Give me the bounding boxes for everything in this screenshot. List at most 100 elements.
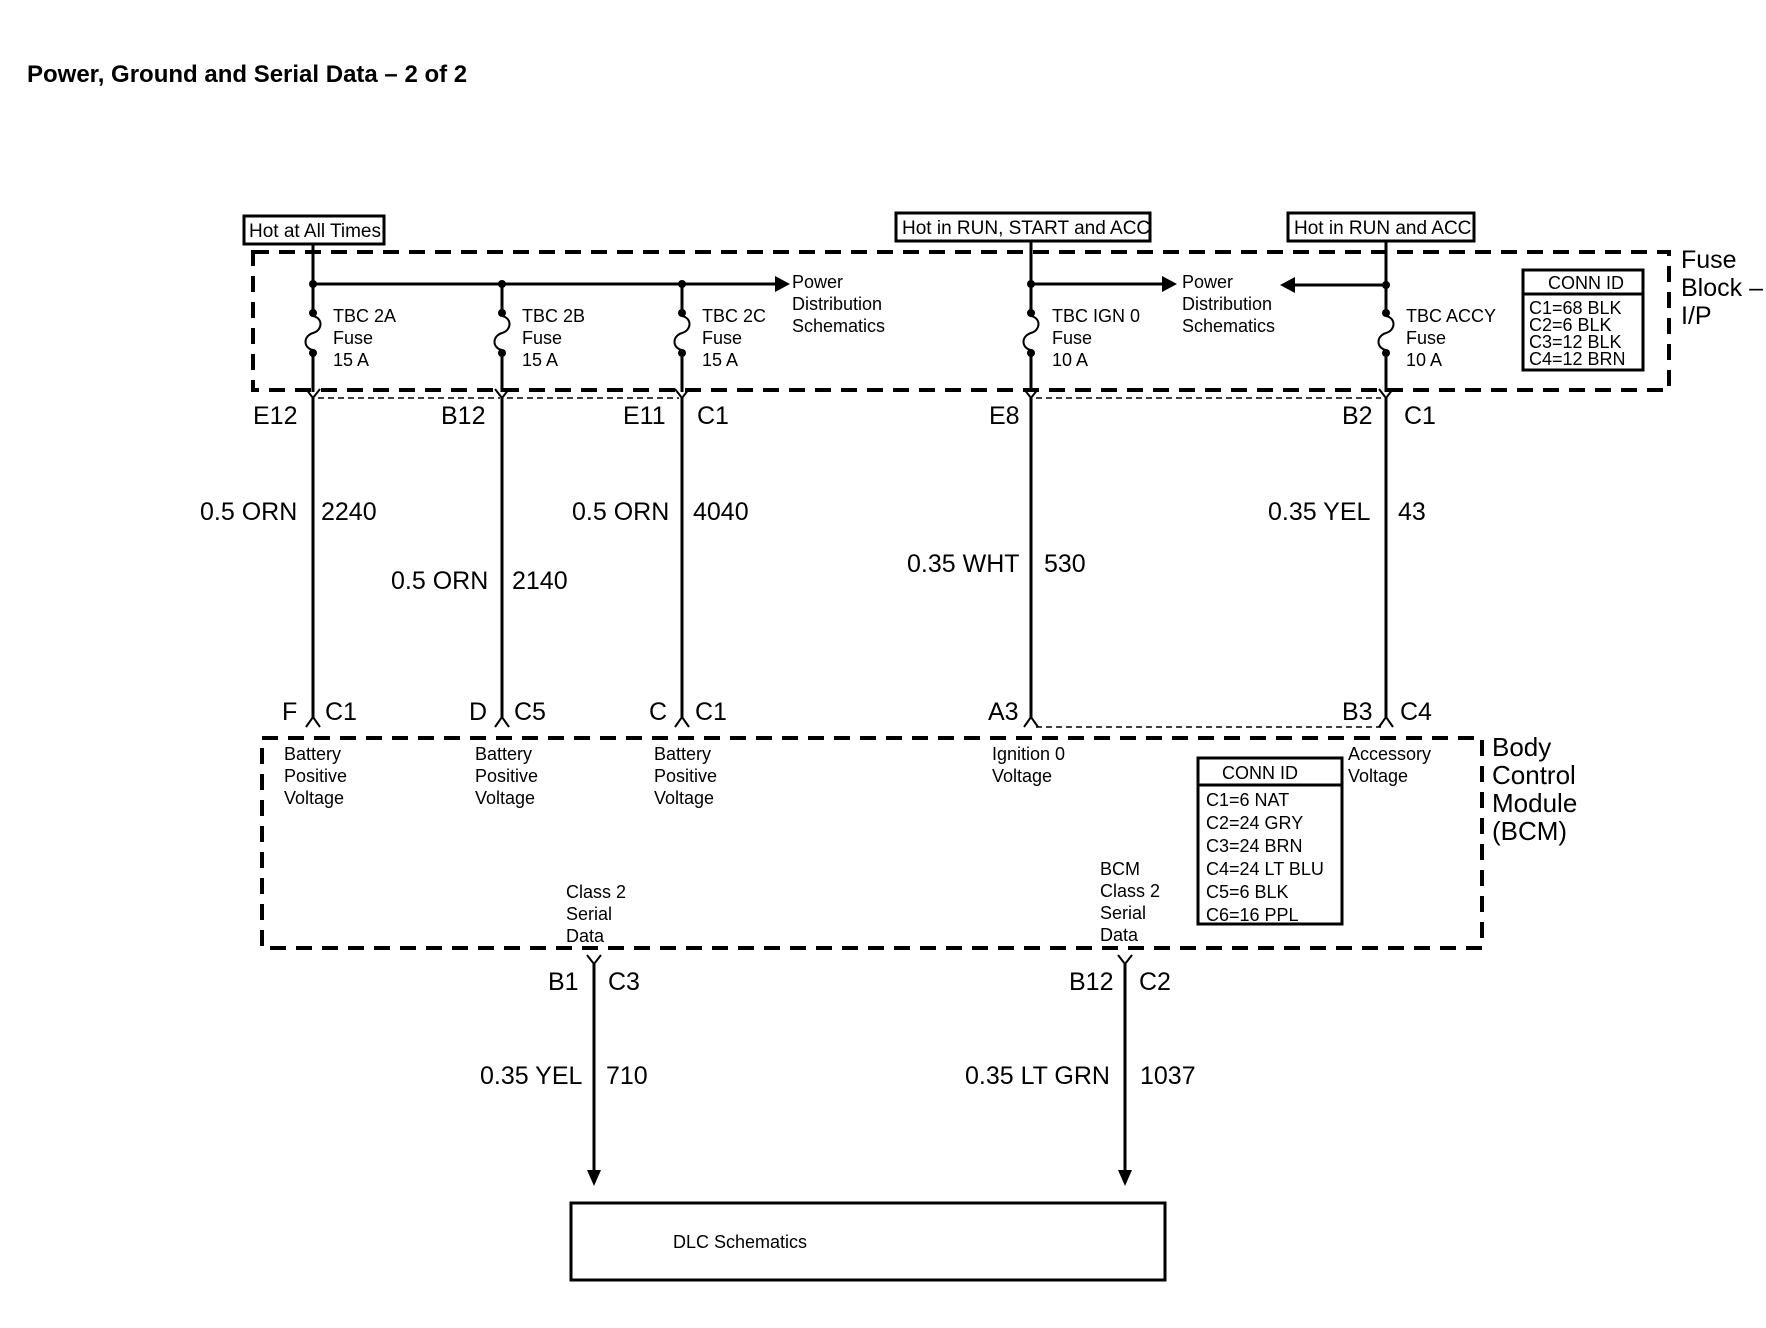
svg-text:Distribution: Distribution (792, 294, 882, 314)
pin-label: E8 (989, 402, 1020, 430)
svg-text:C1=68 BLK: C1=68 BLK (1529, 298, 1622, 318)
svg-text:C4=12 BRN: C4=12 BRN (1529, 349, 1626, 369)
svg-text:Voltage: Voltage (992, 766, 1052, 786)
connector-icon (494, 715, 510, 728)
fuse-type: Fuse (702, 328, 742, 348)
svg-text:DLC Schematics: DLC Schematics (673, 1232, 807, 1252)
pin-label: A3 (988, 698, 1019, 726)
power-distribution-label-1: Power Distribution Schematics (792, 272, 885, 336)
bottom-wire-labels: 0.35 YEL 710 0.35 LT GRN 1037 (480, 1062, 1196, 1090)
wire-gauge-color: 0.5 ORN (200, 498, 297, 526)
serial-data-wires (586, 954, 1133, 1186)
fuse-rating: 15 A (333, 350, 369, 370)
pin-label: B12 (441, 402, 485, 430)
wire-gauge-color: 0.35 YEL (1268, 498, 1371, 526)
fuse-icon (304, 315, 322, 351)
fuse-icon (673, 315, 691, 351)
arrow-to-power-dist-1 (775, 276, 790, 292)
pin-label: D (469, 698, 487, 726)
wire-circuit: 2240 (321, 498, 377, 526)
connector-label: C3 (608, 968, 640, 996)
fuse-type: Fuse (522, 328, 562, 348)
fuse-icon (493, 315, 511, 351)
svg-text:Class 2: Class 2 (1100, 881, 1160, 901)
fuse-rating: 10 A (1406, 350, 1442, 370)
connector-label: C1 (697, 402, 729, 430)
svg-text:I/P: I/P (1681, 302, 1712, 330)
hot-at-all-times-label: Hot at All Times (242, 214, 386, 246)
fuse-name: TBC 2C (702, 306, 766, 326)
wire-circuit: 530 (1044, 550, 1086, 578)
svg-text:Module: Module (1492, 788, 1577, 818)
svg-text:Block –: Block – (1681, 274, 1763, 302)
wire-gauge-color: 0.5 ORN (572, 498, 669, 526)
svg-text:Positive: Positive (284, 766, 347, 786)
svg-text:Schematics: Schematics (792, 316, 885, 336)
svg-text:BCM: BCM (1100, 859, 1140, 879)
fuse-block-name: Fuse Block – I/P (1681, 246, 1763, 330)
wire-circuit: 4040 (693, 498, 749, 526)
fuse-terminal (1027, 309, 1035, 317)
connector-label: C1 (695, 698, 727, 726)
svg-text:Ignition 0: Ignition 0 (992, 744, 1065, 764)
svg-text:CONN ID: CONN ID (1548, 273, 1624, 293)
svg-text:Voltage: Voltage (284, 788, 344, 808)
svg-text:C5=6 BLK: C5=6 BLK (1206, 882, 1289, 902)
svg-text:Voltage: Voltage (475, 788, 535, 808)
arrow-to-power-dist-2b (1280, 277, 1295, 293)
svg-text:Fuse: Fuse (1681, 246, 1737, 274)
fuse-name: TBC 2B (522, 306, 585, 326)
pin-label: E12 (253, 402, 297, 430)
bcm-input-battery-2: Battery Positive Voltage (475, 744, 538, 808)
fuse-icon (1377, 315, 1395, 351)
connector-label: C2 (1139, 968, 1171, 996)
connector-label: C4 (1400, 698, 1432, 726)
svg-text:C3=12 BLK: C3=12 BLK (1529, 332, 1622, 352)
svg-text:Distribution: Distribution (1182, 294, 1272, 314)
fuse-rating: 10 A (1052, 350, 1088, 370)
wire-circuit: 2140 (512, 567, 568, 595)
fuse-terminal (678, 309, 686, 317)
svg-text:Hot in RUN and ACC: Hot in RUN and ACC (1294, 218, 1471, 239)
fuse-type: Fuse (1052, 328, 1092, 348)
pin-label: B1 (548, 968, 579, 996)
svg-text:Serial: Serial (1100, 903, 1146, 923)
fuse-type: Fuse (1406, 328, 1446, 348)
wire-circuit: 710 (606, 1062, 648, 1090)
svg-text:Control: Control (1492, 760, 1576, 790)
svg-text:Battery: Battery (284, 744, 341, 764)
svg-text:Battery: Battery (654, 744, 711, 764)
svg-text:Data: Data (1100, 925, 1139, 945)
connector-icon (586, 954, 602, 966)
hot-run-start-acc-label: Hot in RUN, START and ACC (894, 211, 1152, 243)
wire-gauge-color: 0.35 LT GRN (965, 1062, 1110, 1090)
bcm-name: Body Control Module (BCM) (1492, 732, 1577, 846)
pin-label: E11 (623, 402, 666, 430)
fuse-rating: 15 A (702, 350, 738, 370)
bcm-serial-data-2-label: BCM Class 2 Serial Data (1100, 859, 1160, 945)
svg-text:Data: Data (566, 926, 605, 946)
svg-text:Positive: Positive (654, 766, 717, 786)
pin-label: B3 (1342, 698, 1373, 726)
fuse-block-conn-id-table: CONN ID C1=68 BLK C2=6 BLK C3=12 BLK C4=… (1521, 268, 1645, 372)
arrow-to-power-dist-2 (1162, 276, 1177, 292)
fuse-name: TBC IGN 0 (1052, 306, 1140, 326)
fuse-terminal (498, 309, 506, 317)
svg-text:Class 2: Class 2 (566, 882, 626, 902)
svg-text:Hot in RUN, START and ACC: Hot in RUN, START and ACC (902, 218, 1150, 239)
bcm-pin-labels: F C1 D C5 C C1 A3 B3 C4 (282, 698, 1432, 726)
svg-text:C4=24 LT BLU: C4=24 LT BLU (1206, 859, 1324, 879)
wire-gauge-color: 0.5 ORN (391, 567, 488, 595)
fuse-icon (1022, 315, 1040, 351)
bottom-pin-labels: B1 C3 B12 C2 (548, 968, 1171, 996)
wire-gauge-color: 0.35 WHT (907, 550, 1020, 578)
fuse-type: Fuse (333, 328, 373, 348)
svg-text:Power: Power (1182, 272, 1233, 292)
connector-icon (1117, 954, 1133, 966)
hot-run-acc-label: Hot in RUN and ACC (1286, 211, 1476, 243)
power-distribution-label-2: Power Distribution Schematics (1182, 272, 1275, 336)
dlc-schematics-box: DLC Schematics (569, 1201, 1167, 1282)
bcm-input-ignition: Ignition 0 Voltage (992, 744, 1065, 786)
